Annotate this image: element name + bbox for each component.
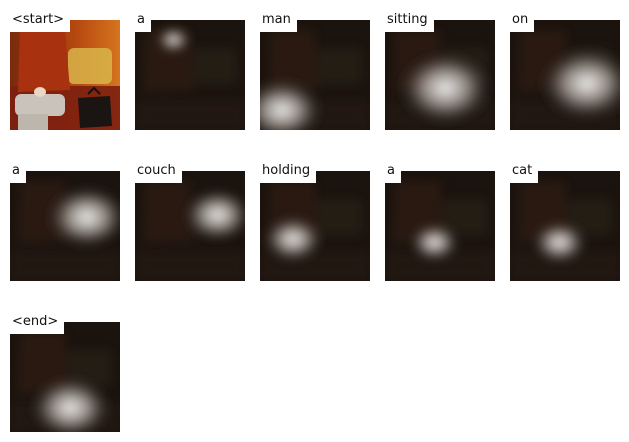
attention-step: a (10, 159, 120, 281)
attention-step: a (135, 8, 245, 130)
attention-map (510, 171, 620, 281)
caption-word: holding (260, 159, 317, 183)
attention-map (10, 322, 120, 432)
attention-step: <start> (10, 8, 120, 130)
caption-word: cat (510, 159, 539, 183)
caption-word: <end> (10, 310, 65, 334)
attention-map (260, 20, 370, 130)
attention-map (385, 171, 495, 281)
attention-step: a (385, 159, 495, 281)
caption-word: sitting (385, 8, 434, 32)
caption-word: a (10, 159, 26, 183)
attention-step: man (260, 8, 370, 130)
source-image (10, 20, 120, 130)
caption-word: on (510, 8, 535, 32)
attention-step: couch (135, 159, 245, 281)
attention-map (135, 171, 245, 281)
attention-step: sitting (385, 8, 495, 130)
caption-word: a (135, 8, 151, 32)
attention-map (510, 20, 620, 130)
attention-step: on (510, 8, 620, 130)
attention-step: holding (260, 159, 370, 281)
attention-map (385, 20, 495, 130)
caption-word: man (260, 8, 297, 32)
attention-map (10, 171, 120, 281)
caption-word: <start> (10, 8, 71, 32)
attention-step: <end> (10, 310, 120, 432)
attention-step: cat (510, 159, 620, 281)
caption-word: couch (135, 159, 182, 183)
caption-word: a (385, 159, 401, 183)
attention-map (260, 171, 370, 281)
attention-map (135, 20, 245, 130)
